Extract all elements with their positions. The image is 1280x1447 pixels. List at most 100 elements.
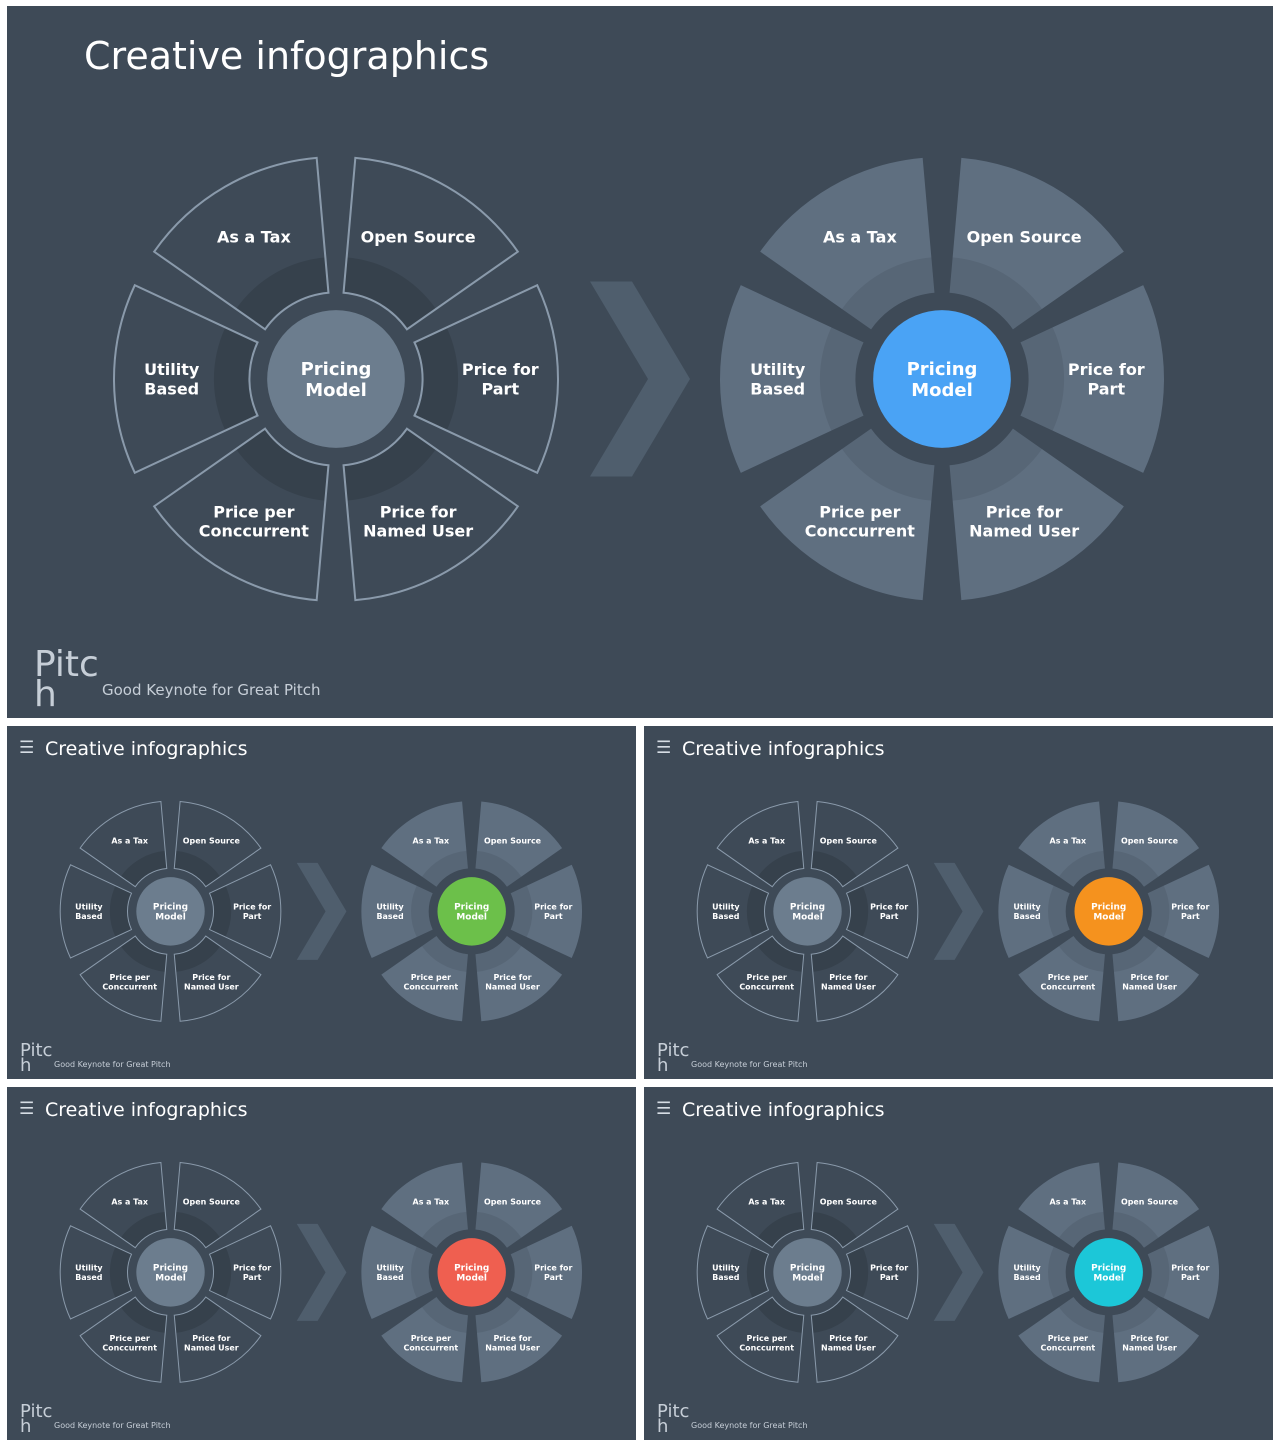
- segment-inner-band: [846, 1246, 869, 1299]
- menu-icon[interactable]: ☰: [656, 1099, 672, 1119]
- segment-label: Part: [880, 1273, 899, 1282]
- segment-shape: [342, 427, 520, 602]
- center-circle: [773, 877, 842, 946]
- segment-inner-band: [757, 1211, 804, 1248]
- segment-label: Open Source: [820, 837, 877, 846]
- segment-inner-band: [757, 936, 804, 972]
- segment-label: Utility: [1013, 1263, 1041, 1272]
- center-circle: [136, 1238, 205, 1307]
- menu-icon[interactable]: ☰: [19, 1099, 35, 1119]
- segment-inner-band: [846, 885, 869, 938]
- slide-title: Creative infographics: [45, 738, 248, 760]
- segment-inner-band: [1112, 936, 1159, 972]
- logo-line-1: Pitc: [657, 1040, 690, 1061]
- segment-label: Price for: [829, 1334, 867, 1343]
- segment-inner-band: [235, 428, 329, 501]
- segment-label: Conccurrent: [102, 1344, 157, 1353]
- segment-label: Part: [1181, 912, 1200, 921]
- segment-shape: [1018, 801, 1105, 887]
- segment-inner-band: [1048, 1246, 1070, 1299]
- menu-icon[interactable]: ☰: [656, 738, 672, 758]
- segment-inner-band: [475, 1297, 522, 1333]
- segment-label: As a Tax: [111, 1198, 148, 1207]
- segment-label: As a Tax: [1050, 1198, 1087, 1207]
- segment-inner-band: [1147, 1246, 1170, 1299]
- segment-shape: [208, 864, 282, 959]
- segment-shape: [949, 428, 1124, 601]
- segment-label: Named User: [821, 1344, 876, 1353]
- segment-inner-band: [841, 428, 935, 501]
- segment-label: Price for: [192, 1334, 230, 1343]
- center-label: Model: [155, 1274, 186, 1284]
- segment-as-a-tax: As a Tax: [716, 800, 805, 888]
- segment-inner-band: [174, 1297, 221, 1333]
- segment-label: Named User: [184, 1344, 239, 1353]
- segment-shape: [949, 157, 1124, 330]
- segment-shape: [59, 1225, 133, 1320]
- segment-label: Part: [544, 912, 563, 921]
- segment-inner-band: [1058, 1211, 1105, 1248]
- segment-label: Utility: [712, 902, 740, 911]
- segment-label: Price per: [1048, 1334, 1088, 1343]
- segment-label: Based: [1013, 912, 1041, 921]
- segment-open-source: Open Source: [475, 1162, 563, 1248]
- segment-shape: [1018, 936, 1105, 1022]
- segment-shape: [510, 1225, 583, 1320]
- segment-label: Price for: [1130, 973, 1168, 982]
- segment-shape: [810, 935, 899, 1022]
- center-circle: [136, 877, 205, 946]
- logo-line-2: h: [657, 1054, 669, 1076]
- segment-shape: [173, 935, 262, 1022]
- segment-label: Price for: [1171, 1263, 1209, 1272]
- segment-open-source: Open Source: [949, 157, 1124, 330]
- logo-line-2: h: [657, 1415, 669, 1437]
- segment-label: Utility: [144, 360, 200, 379]
- segment-shape: [152, 156, 330, 331]
- segment-open-source: Open Source: [810, 1161, 899, 1249]
- segment-label: Price for: [192, 973, 230, 982]
- segment-label: Conccurrent: [102, 983, 157, 992]
- slide-title: Creative infographics: [682, 738, 885, 760]
- chevron-arrow-icon: [933, 862, 984, 960]
- segment-label: Price for: [870, 902, 908, 911]
- segment-label: Based: [750, 379, 805, 398]
- segment-open-source: Open Source: [475, 801, 563, 887]
- pitch-logo: Pitc h: [20, 1403, 52, 1435]
- segment-inner-band: [414, 327, 459, 431]
- segment-label: Price per: [110, 973, 150, 982]
- segment-inner-band: [209, 885, 232, 938]
- tagline: Good Keynote for Great Pitch: [54, 1060, 171, 1069]
- segment-inner-band: [1112, 1297, 1159, 1333]
- segment-as-a-tax: As a Tax: [381, 801, 468, 887]
- center-label: Model: [792, 1274, 823, 1284]
- segment-inner-band: [1058, 936, 1105, 972]
- segment-shape: [173, 1296, 262, 1383]
- menu-icon[interactable]: ☰: [19, 738, 35, 758]
- segment-label: Price for: [233, 1263, 271, 1272]
- center-label: Model: [1093, 913, 1124, 923]
- center-circle: [773, 1238, 842, 1307]
- segment-label: Named User: [485, 983, 540, 992]
- segment-inner-band: [120, 936, 167, 972]
- center-label: Pricing: [790, 1263, 825, 1273]
- segment-as-a-tax: As a Tax: [1018, 801, 1105, 887]
- segment-label: Utility: [750, 360, 806, 379]
